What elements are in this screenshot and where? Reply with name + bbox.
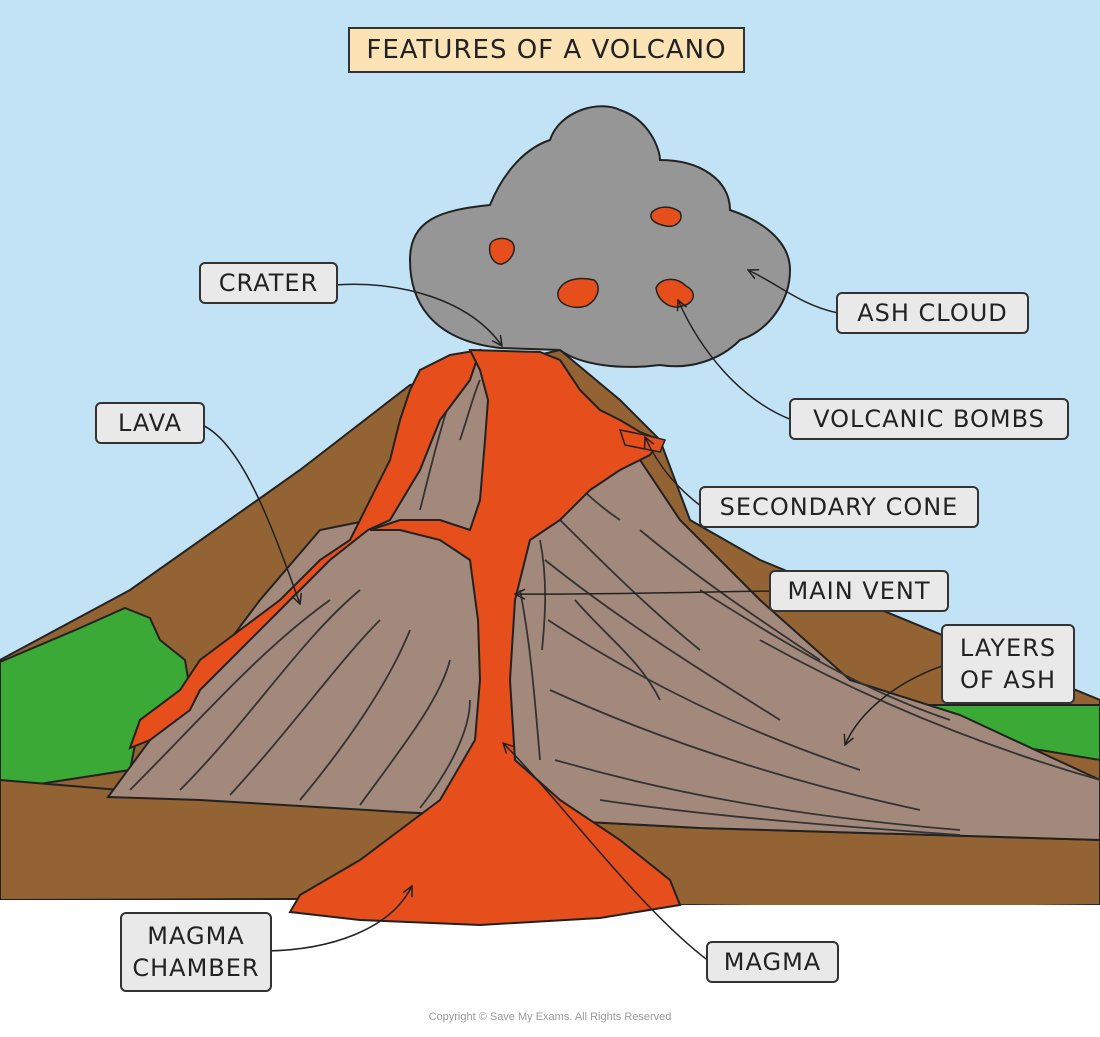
- volcanic-bombs-pointer: [678, 300, 793, 421]
- diagram-title: FEATURES OF A VOLCANO: [348, 27, 745, 73]
- grass-left: [0, 606, 192, 792]
- label-volcanic-bombs: VOLCANIC BOMBS: [789, 398, 1069, 440]
- label-secondary-cone: SECONDARY CONE: [699, 486, 979, 528]
- ground-base: [0, 900, 1100, 1037]
- ash-cloud-pointer: [748, 270, 839, 314]
- label-layers-of-ash-line2: OF ASH: [959, 666, 1057, 694]
- label-magma-chamber-line2: CHAMBER: [132, 954, 260, 982]
- label-ash-cloud: ASH CLOUD: [836, 292, 1029, 334]
- label-pointers: [199, 270, 946, 963]
- magma-chamber-pointer: [265, 886, 412, 952]
- label-crater: CRATER: [199, 262, 338, 304]
- magma-pointer: [503, 743, 711, 963]
- lava-flow: [128, 348, 482, 750]
- volcanic-bomb: [650, 206, 682, 228]
- label-lava: LAVA: [95, 402, 205, 444]
- secondary-cone-pointer: [645, 437, 703, 508]
- label-layers-of-ash-line1: LAYERS: [959, 633, 1057, 662]
- label-main-vent: MAIN VENT: [769, 570, 949, 612]
- label-layers-of-ash: LAYERS OF ASH: [941, 624, 1075, 704]
- layers-of-ash-pointer: [845, 664, 946, 745]
- label-magma: MAGMA: [706, 941, 839, 983]
- volcanic-bomb: [557, 277, 599, 308]
- label-magma-chamber: MAGMA CHAMBER: [120, 912, 272, 992]
- crater-pointer: [333, 283, 502, 346]
- lava-pointer: [199, 423, 300, 604]
- volcanic-bomb: [488, 237, 515, 265]
- label-magma-chamber-line1: MAGMA: [147, 921, 245, 950]
- main-vent-pointer: [515, 591, 773, 594]
- copyright-notice: Copyright © Save My Exams. All Rights Re…: [428, 1011, 672, 1023]
